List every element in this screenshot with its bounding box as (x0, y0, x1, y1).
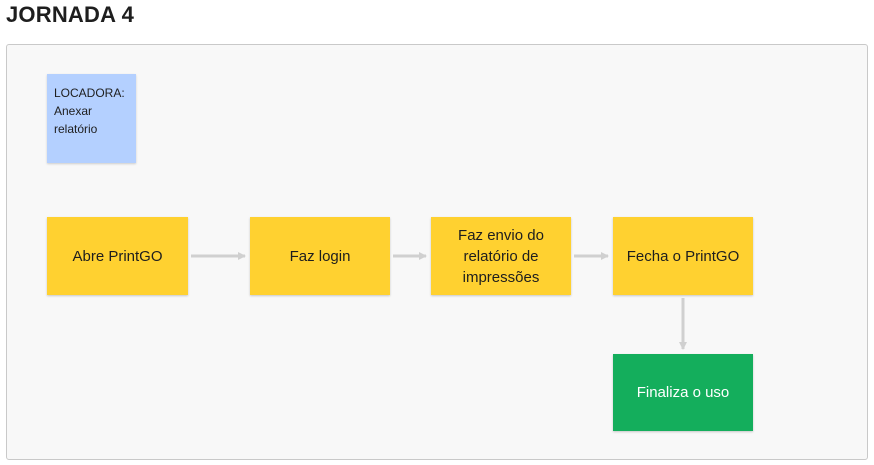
sticky-note-locadora[interactable]: LOCADORA: Anexar relatório (47, 74, 136, 163)
flow-step-abre-printgo[interactable]: Abre PrintGO (47, 217, 188, 295)
flow-step-faz-login[interactable]: Faz login (250, 217, 390, 295)
flow-step-finaliza-uso[interactable]: Finaliza o uso (613, 354, 753, 431)
page-title: JORNADA 4 (6, 2, 135, 27)
flow-step-fecha-printgo[interactable]: Fecha o PrintGO (613, 217, 753, 295)
flow-step-envio-relatorio[interactable]: Faz envio do relatório de impressões (431, 217, 571, 295)
